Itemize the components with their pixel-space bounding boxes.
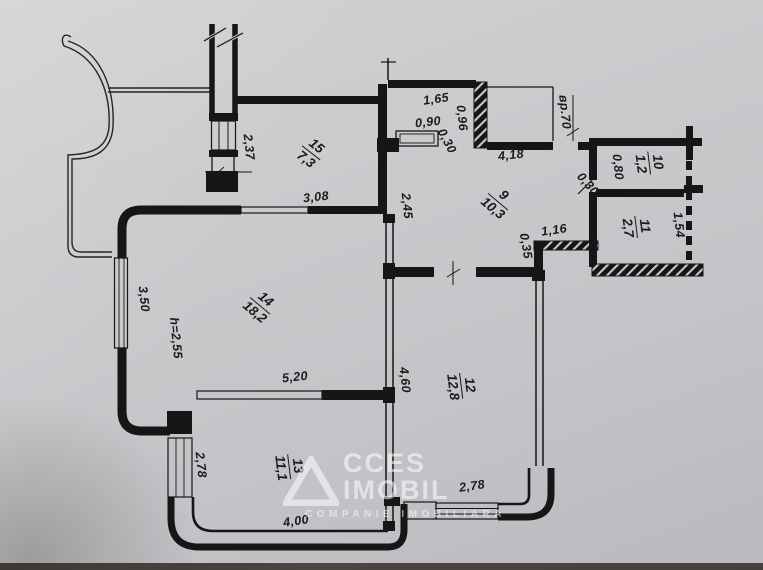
photo-bottom-edge (0, 563, 763, 570)
entrance-walls (473, 81, 597, 150)
watermark-triangle-a-logo (283, 456, 339, 506)
room-14-walls (113, 205, 386, 436)
upper-shaft-wall (203, 24, 244, 192)
watermark: CCESIMOBIL COMPANIE IMOBILIARA (283, 450, 523, 522)
niche-hatched-wall (533, 240, 599, 279)
vestibule-walls (377, 58, 476, 152)
room-13-walls (167, 437, 437, 551)
watermark-brand: CCESIMOBIL (343, 448, 450, 505)
hall-right-wall (577, 140, 597, 267)
room-12-top-wall (394, 261, 536, 285)
central-partition-wall (383, 214, 395, 531)
dimension-ticks (205, 166, 252, 178)
watermark-tagline: COMPANIE IMOBILIARA (305, 509, 506, 520)
balcony-curved-wall (61, 34, 213, 258)
room-15-walls (236, 84, 387, 214)
rooms-10-11-walls (589, 126, 704, 277)
